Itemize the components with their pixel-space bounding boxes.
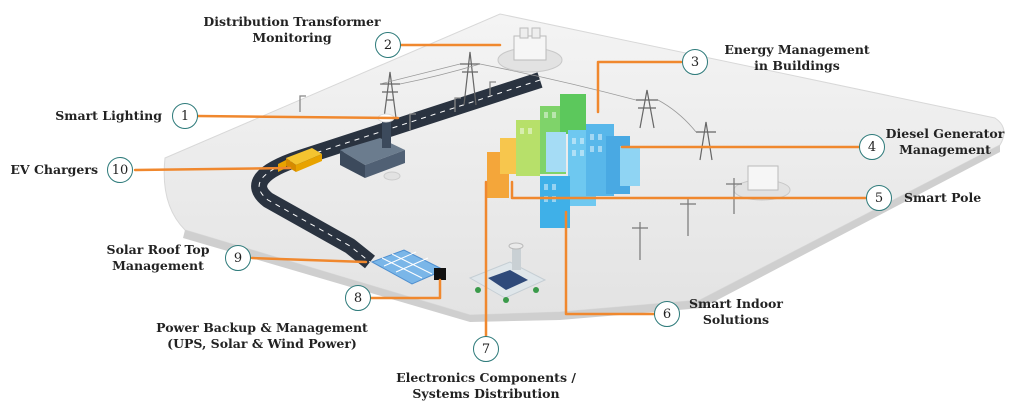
solar-panels xyxy=(370,249,446,285)
factory xyxy=(340,113,405,181)
callout-label-2: Distribution Transformer Monitoring xyxy=(203,14,381,45)
callout-badge-10: 10 xyxy=(107,157,133,183)
leader-line-8 xyxy=(368,278,442,300)
callout-badge-6: 6 xyxy=(654,301,680,327)
power-backup-unit xyxy=(434,268,446,280)
callout-label-4: Diesel Generator Management xyxy=(885,126,1005,157)
callout-badge-3: 3 xyxy=(682,49,708,75)
leader-line-9 xyxy=(250,256,368,264)
callout-label-6: Smart Indoor Solutions xyxy=(688,296,783,327)
street-lights xyxy=(299,81,496,130)
callout-label-7: Electronics Components / Systems Distrib… xyxy=(396,370,576,401)
buildings-cluster xyxy=(487,94,640,228)
transformer-station xyxy=(497,27,563,73)
electronics-facility xyxy=(468,242,547,303)
utility-poles xyxy=(632,178,742,260)
callout-badge-1: 1 xyxy=(172,103,198,129)
callout-badge-9: 9 xyxy=(225,245,251,271)
callout-label-10: EV Chargers xyxy=(10,162,98,177)
leader-line-5 xyxy=(510,180,868,200)
leader-line-3 xyxy=(596,60,683,114)
callout-label-9: Solar Roof Top Management xyxy=(106,242,210,273)
callout-label-8: Power Backup & Management (UPS, Solar & … xyxy=(156,320,368,351)
callout-badge-4: 4 xyxy=(859,134,885,160)
leader-line-10 xyxy=(133,166,292,172)
callout-badge-5: 5 xyxy=(866,185,892,211)
leader-line-6 xyxy=(564,210,656,316)
callout-label-1: Smart Lighting xyxy=(55,108,162,123)
callout-badge-2: 2 xyxy=(375,32,401,58)
callout-label-5: Smart Pole xyxy=(904,190,982,205)
leader-line-1 xyxy=(195,114,400,120)
callout-badge-8: 8 xyxy=(345,285,371,311)
callout-label-3: Energy Management in Buildings xyxy=(724,42,870,73)
callout-badge-7: 7 xyxy=(473,336,499,362)
